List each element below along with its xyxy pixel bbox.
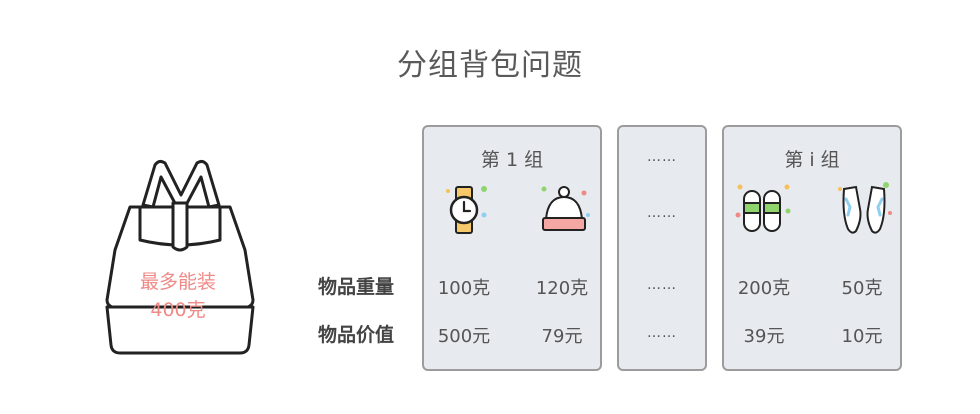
socks-icon bbox=[838, 182, 892, 234]
backpack-capacity-label: 最多能装 400克 bbox=[113, 268, 243, 324]
slippers-icon bbox=[735, 184, 791, 232]
ellipsis-text: …… bbox=[647, 277, 677, 293]
item-weight: 100克 bbox=[437, 278, 491, 299]
item-value: 79元 bbox=[541, 326, 583, 347]
backpack-icon bbox=[105, 159, 255, 355]
row-label-value: 物品价值 bbox=[318, 324, 395, 346]
group-panel-1: 第 1 组 100克 120克 500元 79元 bbox=[422, 125, 602, 371]
row-label-weight: 物品重量 bbox=[318, 276, 395, 298]
ellipsis-text: …… bbox=[647, 149, 677, 165]
item-value: 39元 bbox=[743, 326, 785, 347]
beanie-hat-icon bbox=[541, 186, 590, 231]
page-title: 分组背包问题 bbox=[397, 48, 583, 83]
capacity-line-1: 最多能装 bbox=[139, 271, 216, 293]
group-title: 第 1 组 bbox=[480, 149, 544, 171]
watch-icon bbox=[446, 186, 487, 234]
ellipsis-text: …… bbox=[647, 205, 677, 221]
group-title: 第 i 组 bbox=[784, 149, 840, 171]
item-weight: 50克 bbox=[841, 278, 883, 299]
item-value: 10元 bbox=[841, 326, 883, 347]
group-panel-i: 第 i 组 200克 50克 39元 10元 bbox=[722, 125, 902, 371]
ellipsis-text: …… bbox=[647, 325, 677, 341]
item-weight: 200克 bbox=[737, 278, 791, 299]
item-value: 500元 bbox=[437, 326, 491, 347]
group-panel-ellipsis: …… …… …… …… bbox=[617, 125, 707, 371]
item-weight: 120克 bbox=[535, 278, 589, 299]
capacity-line-2: 400克 bbox=[150, 299, 206, 321]
